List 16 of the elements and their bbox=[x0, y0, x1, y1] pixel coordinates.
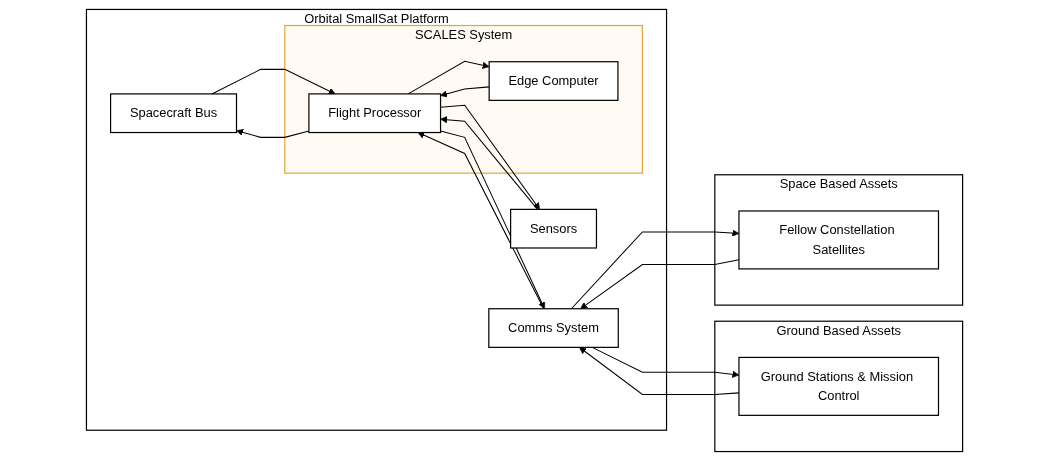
arrow bbox=[408, 60, 490, 95]
arrow bbox=[236, 128, 310, 138]
node-box: Flight Processor bbox=[308, 93, 442, 134]
node-box: Spacecraft Bus bbox=[110, 93, 238, 134]
arrow bbox=[592, 346, 740, 378]
arrow bbox=[579, 347, 740, 395]
arrow bbox=[571, 229, 740, 310]
node-box: Edge Computer bbox=[489, 61, 619, 101]
arrow bbox=[211, 68, 336, 95]
arrow bbox=[580, 259, 740, 310]
node-box: Sensors bbox=[510, 208, 598, 249]
node-box: Comms System bbox=[488, 308, 620, 348]
arrow bbox=[440, 130, 546, 310]
node-box: Fellow Constellation Satellites bbox=[738, 210, 940, 270]
arrow bbox=[418, 131, 545, 310]
node-box: Ground Stations & Mission Control bbox=[738, 356, 940, 416]
